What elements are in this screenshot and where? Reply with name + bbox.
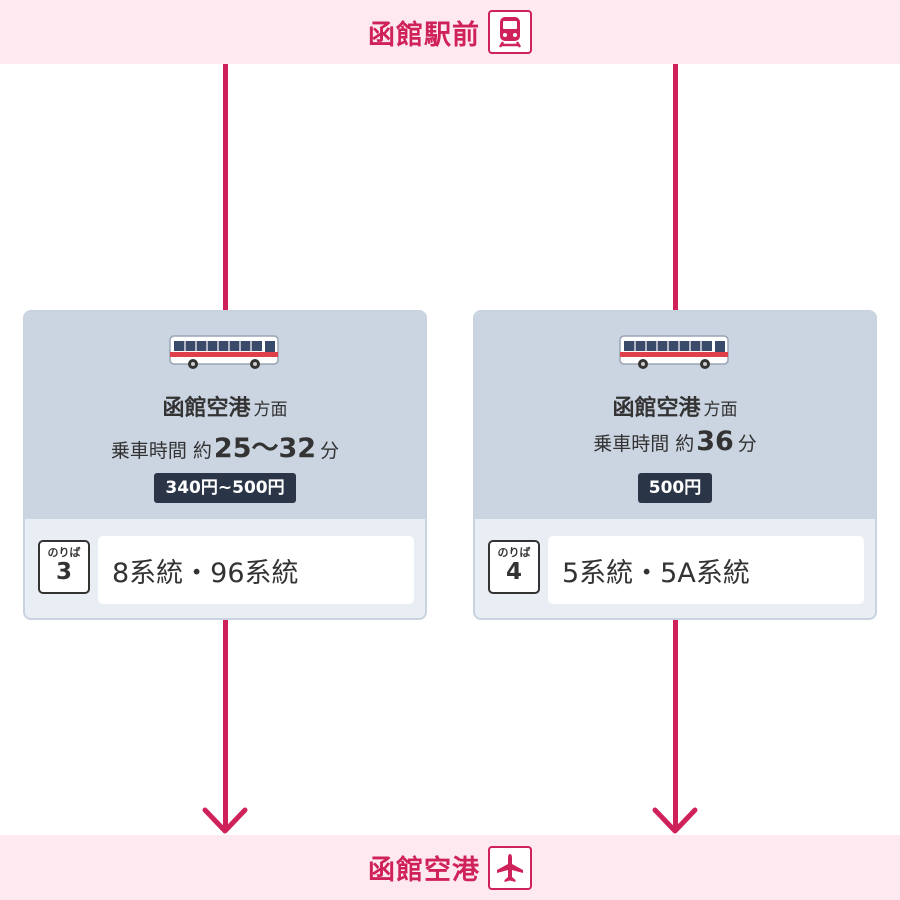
travel-time-unit: 分 bbox=[737, 433, 757, 455]
direction-row: 函館空港方面 bbox=[475, 390, 875, 422]
platform-label: のりば bbox=[497, 546, 531, 559]
fare-badge: 340円~500円 bbox=[154, 473, 296, 503]
bus-lines: 5系統・5A系統 bbox=[562, 557, 750, 589]
fare-badge: 500円 bbox=[637, 473, 713, 503]
destination-banner: 函館空港 bbox=[0, 835, 900, 900]
direction-suffix: 方面 bbox=[703, 400, 738, 420]
travel-time-label: 乗車時間 bbox=[593, 433, 670, 455]
travel-time-label: 乗車時間 bbox=[110, 440, 187, 462]
platform-number: 3 bbox=[55, 559, 72, 585]
arrow-down-icon bbox=[652, 807, 698, 834]
bus-icon bbox=[619, 335, 729, 369]
platform-badge: のりば 4 bbox=[488, 540, 540, 594]
bus-icon bbox=[169, 335, 279, 369]
origin-banner: 函館駅前 bbox=[0, 0, 900, 64]
destination-name: 函館空港 bbox=[162, 396, 251, 421]
platform-number: 4 bbox=[505, 559, 522, 585]
arrow-down-icon bbox=[202, 807, 248, 834]
route-line-left-lower bbox=[223, 620, 228, 830]
direction-row: 函館空港方面 bbox=[25, 390, 425, 422]
train-icon bbox=[488, 10, 532, 54]
destination-name: 函館空港 bbox=[612, 396, 701, 421]
platform-badge: のりば 3 bbox=[38, 540, 90, 594]
bus-lines-box: 5系統・5A系統 bbox=[548, 536, 864, 604]
travel-time-value: 36 bbox=[696, 426, 734, 457]
origin-name: 函館駅前 bbox=[368, 19, 480, 51]
travel-time-approx: 約 bbox=[675, 433, 695, 455]
fare-row: 500円 bbox=[475, 473, 875, 503]
fare-row: 340円~500円 bbox=[25, 473, 425, 503]
platform-label: のりば bbox=[47, 546, 81, 559]
direction-suffix: 方面 bbox=[253, 400, 288, 420]
travel-time-value: 25〜32 bbox=[213, 433, 317, 464]
destination-name: 函館空港 bbox=[368, 855, 480, 886]
travel-time-unit: 分 bbox=[320, 440, 340, 462]
bus-lines-box: 8系統・96系統 bbox=[98, 536, 414, 604]
route-line-left-upper bbox=[223, 64, 228, 310]
bus-lines: 8系統・96系統 bbox=[112, 557, 299, 589]
route-line-right-lower bbox=[673, 620, 678, 830]
route-line-right-upper bbox=[673, 64, 678, 310]
travel-time-approx: 約 bbox=[192, 440, 212, 462]
airplane-icon bbox=[488, 845, 532, 890]
